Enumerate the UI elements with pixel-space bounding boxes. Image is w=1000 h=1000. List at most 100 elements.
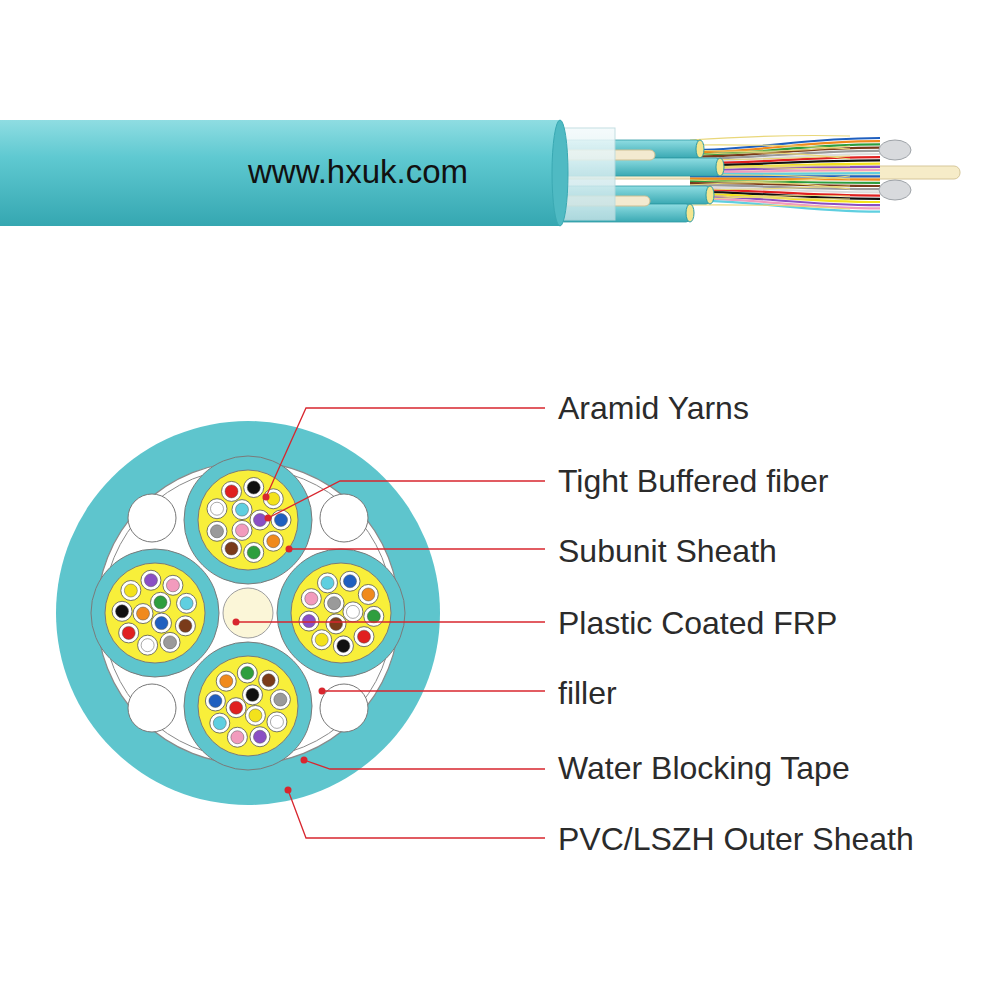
subunit (277, 549, 405, 677)
fiber-core (267, 535, 280, 548)
part-label: Plastic Coated FRP (558, 607, 837, 639)
yarn-strand (690, 146, 850, 151)
fiber-core (241, 667, 254, 680)
fiber-core (179, 619, 192, 632)
fiber-core (254, 514, 267, 527)
tight-buffer (244, 478, 264, 498)
fiber-core (274, 693, 287, 706)
subunit-end (706, 186, 714, 204)
tight-buffer (324, 593, 344, 613)
tight-buffer (237, 663, 257, 683)
tight-buffer (112, 601, 132, 621)
fiber-core (270, 715, 283, 728)
tight-buffer (245, 705, 265, 725)
subunit-end (696, 140, 704, 158)
leader-dot (263, 494, 270, 501)
outer-sheath-ring (56, 421, 440, 805)
fiber-core (275, 514, 288, 527)
subunit (184, 456, 312, 584)
fiber-core (213, 717, 226, 730)
fiber-core (253, 730, 266, 743)
yarn-strand (690, 205, 850, 209)
fiber-core (210, 525, 223, 538)
tight-buffer (263, 531, 283, 551)
part-label: Tight Buffered fiber (558, 465, 828, 497)
tight-buffer (141, 570, 161, 590)
leader-line (288, 790, 545, 838)
part-label: PVC/LSZH Outer Sheath (558, 823, 914, 855)
cable-cross-section (56, 421, 440, 805)
tight-buffer (210, 713, 230, 733)
fiber-core (164, 636, 177, 649)
fiber-core (231, 731, 244, 744)
fiber-core (303, 615, 316, 628)
tight-buffer (119, 623, 139, 643)
fiber (690, 179, 880, 180)
part-label: filler (558, 677, 617, 709)
tight-buffer (175, 616, 195, 636)
fiber-core (246, 688, 259, 701)
filler (320, 494, 368, 542)
fiber-core (236, 503, 249, 516)
fiber-core (124, 584, 137, 597)
tight-buffer (358, 584, 378, 604)
fiber-core (328, 597, 341, 610)
tight-buffer (270, 690, 290, 710)
fiber-core (357, 630, 370, 643)
fiber-end (879, 180, 911, 200)
leader-line (266, 408, 545, 497)
tight-buffer (340, 571, 360, 591)
yarn-strand (690, 176, 850, 181)
fiber-core (236, 524, 249, 537)
fiber-core (321, 576, 334, 589)
leader-dot (285, 787, 292, 794)
tight-buffer (312, 630, 332, 650)
tight-buffer (263, 489, 283, 509)
tight-buffer (207, 521, 227, 541)
leader-line (268, 481, 545, 518)
aramid-fill (198, 656, 298, 756)
tight-buffer (151, 613, 171, 633)
subunit-end (686, 204, 694, 222)
tight-buffer (207, 499, 227, 519)
part-label: Aramid Yarns (558, 392, 749, 424)
subunit (91, 549, 219, 677)
tight-buffer (301, 589, 321, 609)
tight-buffer (160, 632, 180, 652)
inner-core (103, 468, 393, 758)
tight-buffer (133, 604, 153, 624)
tight-buffer (244, 542, 264, 562)
tight-buffer (151, 592, 171, 612)
fiber-core (344, 575, 357, 588)
leader-line (289, 548, 545, 549)
tight-buffer (232, 520, 252, 540)
leader-line (236, 621, 545, 622)
fiber-core (337, 639, 350, 652)
tight-buffer (222, 539, 242, 559)
filler (128, 494, 176, 542)
tight-buffer (226, 698, 246, 718)
fiber-core (315, 633, 328, 646)
leader-dot (265, 515, 272, 522)
yarn-strand (690, 183, 850, 189)
tight-buffer (250, 727, 270, 747)
aramid-fill (105, 563, 205, 663)
fiber-core (220, 675, 233, 688)
tight-buffer (333, 636, 353, 656)
tight-buffer (177, 593, 197, 613)
tight-buffer (232, 500, 252, 520)
filler (128, 684, 176, 732)
leader-line (304, 760, 545, 769)
sheath-end (552, 120, 568, 226)
fiber-core (116, 605, 129, 618)
leader-line (322, 690, 545, 691)
tight-buffer (163, 575, 183, 595)
subunit-sheath (91, 549, 219, 677)
cable-side-view (0, 120, 960, 226)
fiber-core (330, 617, 343, 630)
fiber-core (247, 546, 260, 559)
tight-buffer (222, 481, 242, 501)
aramid-fill (198, 470, 298, 570)
tight-buffer (299, 611, 319, 631)
tight-buffer (227, 727, 247, 747)
